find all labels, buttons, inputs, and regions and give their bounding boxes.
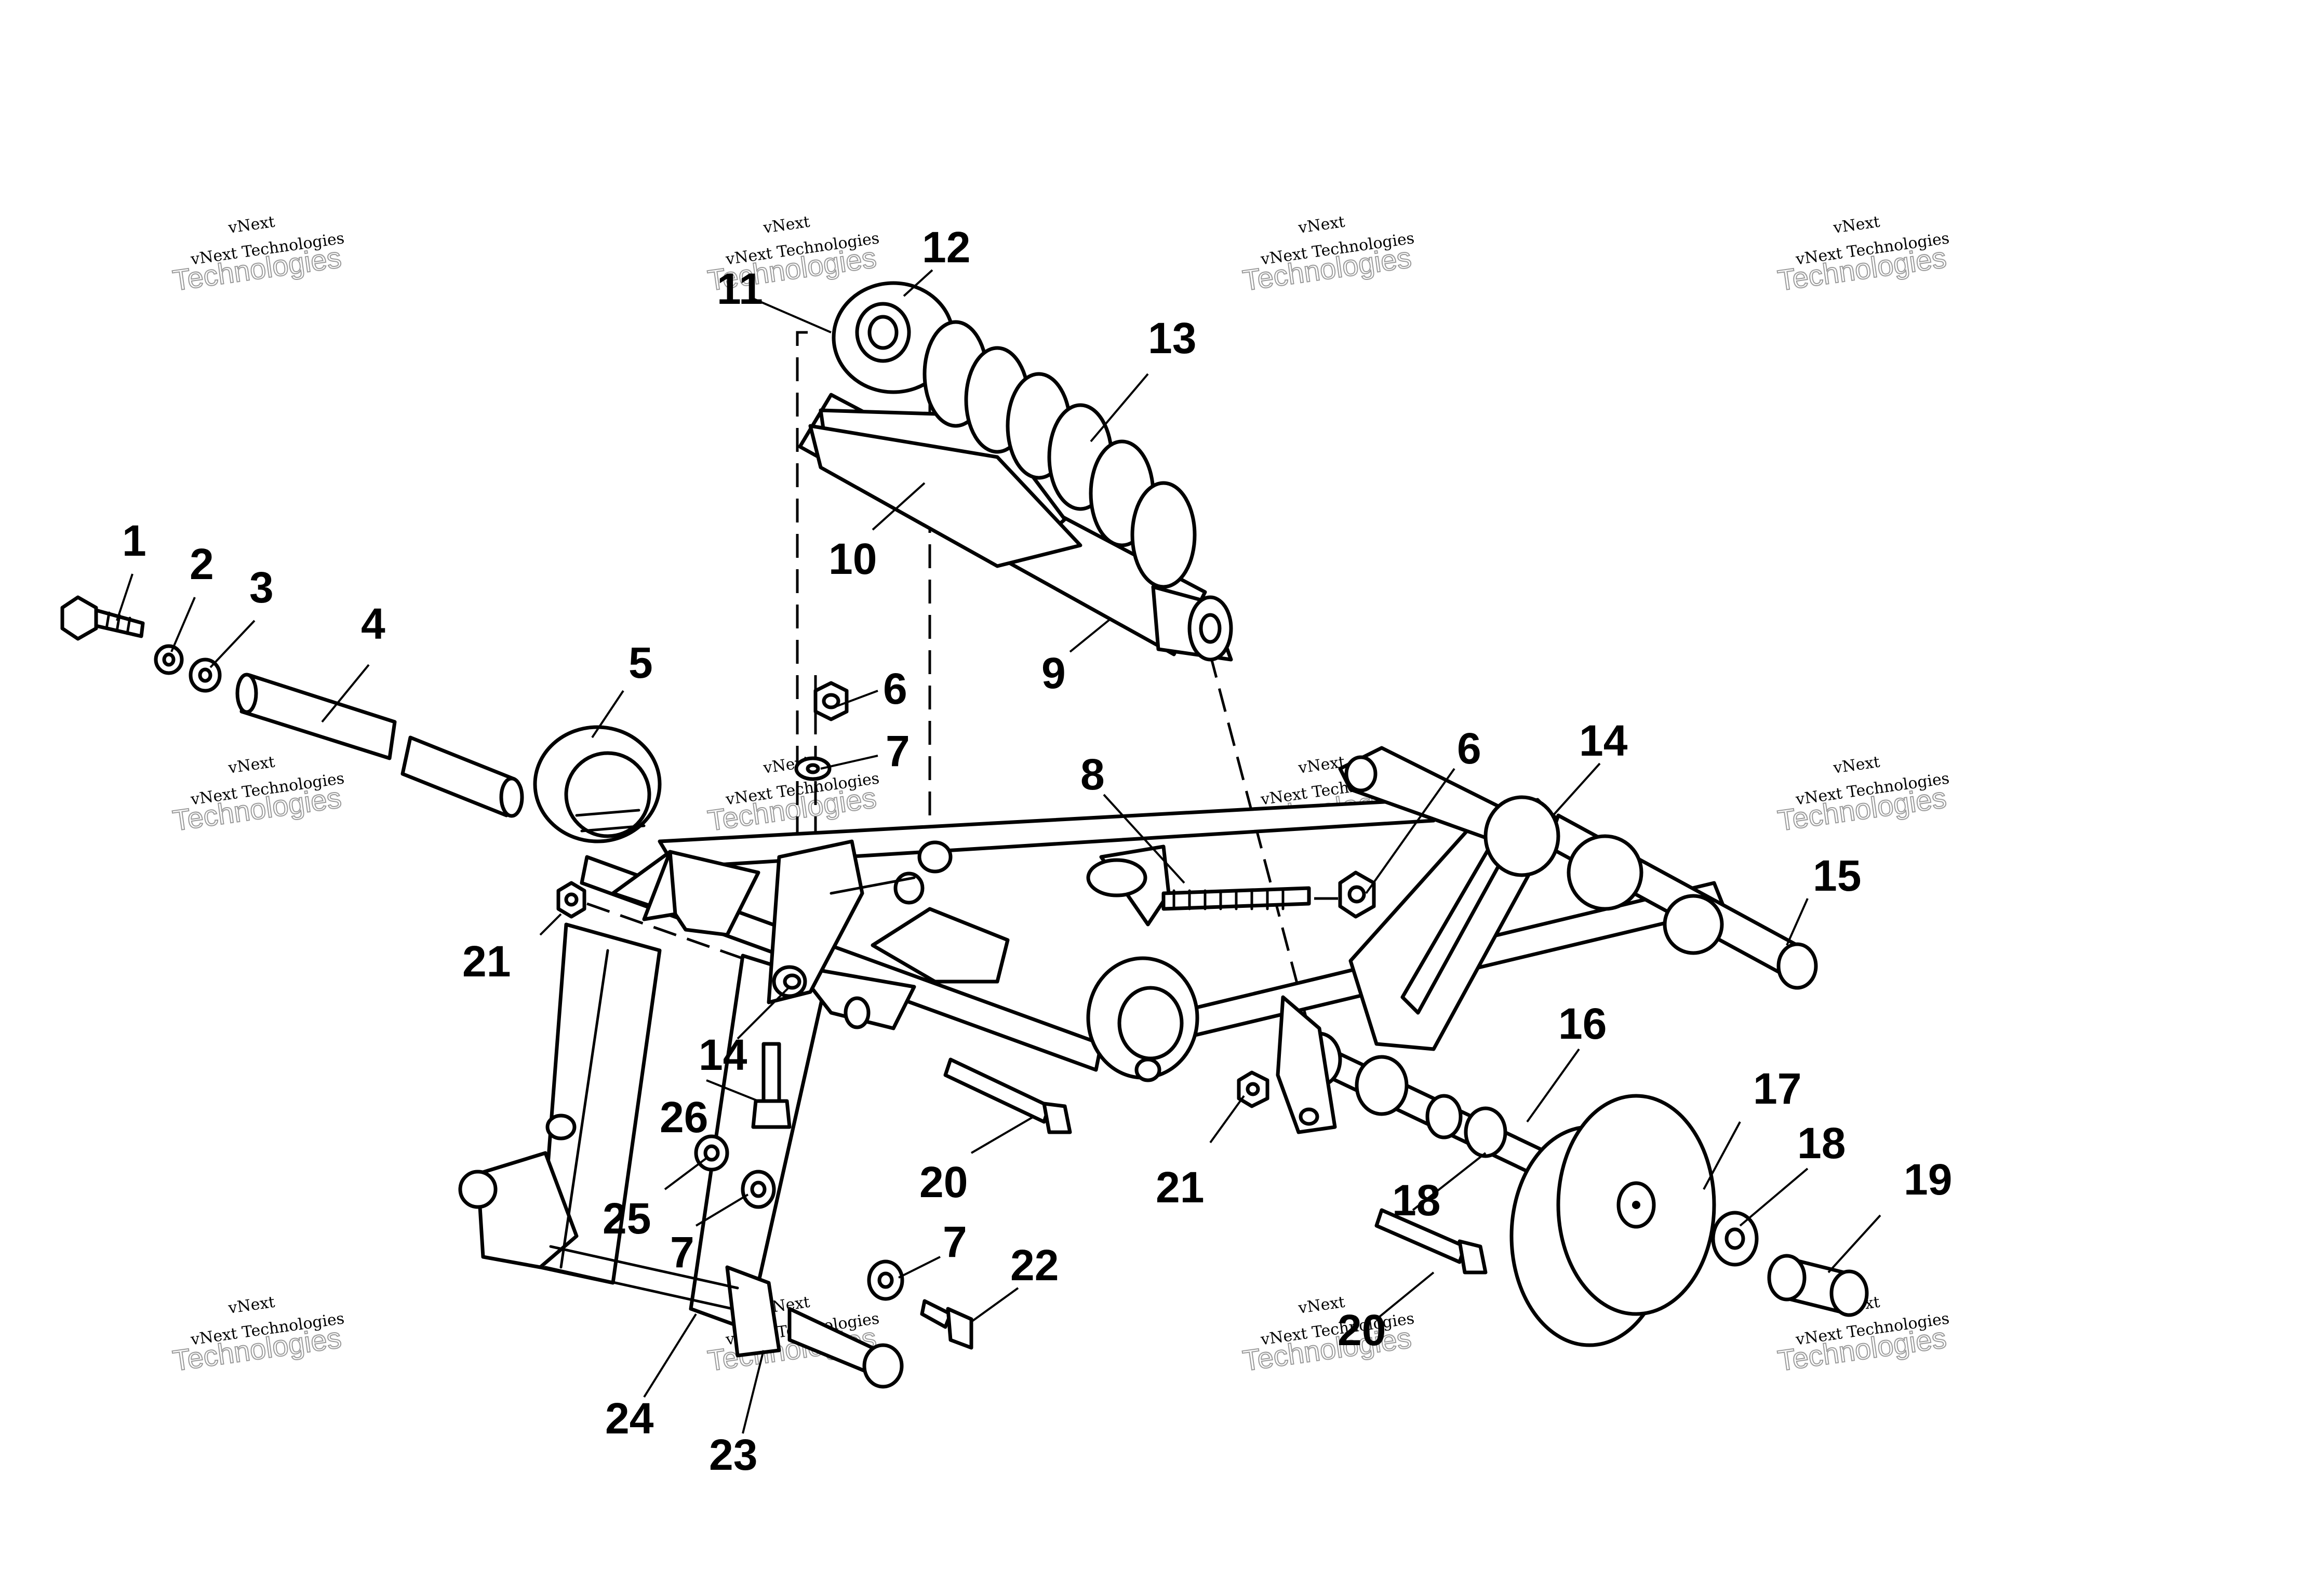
callout-14-bottom: 14 bbox=[699, 1030, 747, 1079]
nut-21-left bbox=[556, 881, 586, 919]
callout-11: 11 bbox=[717, 264, 763, 313]
svg-text:vNext: vNext bbox=[226, 753, 276, 777]
callout-13: 13 bbox=[1148, 314, 1196, 363]
callout-14-top: 14 bbox=[1579, 716, 1628, 765]
callout-2: 2 bbox=[190, 540, 214, 588]
wheel-17 bbox=[1509, 1094, 1716, 1347]
callout-10: 10 bbox=[828, 534, 877, 583]
callout-23: 23 bbox=[709, 1430, 757, 1479]
callout-8: 8 bbox=[1080, 750, 1105, 799]
nut-6-right bbox=[1338, 870, 1376, 919]
shaft-15 bbox=[1483, 795, 1818, 990]
leader-lines bbox=[116, 269, 1881, 1434]
callout-1: 1 bbox=[122, 516, 146, 565]
bolt-20-left bbox=[943, 1057, 1072, 1134]
svg-text:vNext: vNext bbox=[761, 213, 811, 237]
svg-text:vNext: vNext bbox=[1831, 753, 1881, 777]
callout-20-left: 20 bbox=[919, 1158, 968, 1206]
lower-ring bbox=[1086, 956, 1199, 1082]
lock-washer-2 bbox=[154, 644, 184, 675]
bracket-14-lower bbox=[783, 973, 801, 990]
callout-6-left: 6 bbox=[883, 664, 907, 713]
bolt-22 bbox=[920, 1299, 973, 1350]
callout-18-left: 18 bbox=[1392, 1176, 1440, 1225]
mounting-brackets bbox=[611, 839, 1010, 1030]
callout-12: 12 bbox=[922, 223, 970, 272]
watermark-6: Technologies vNext vNext Technologies bbox=[705, 753, 880, 838]
svg-text:vNext: vNext bbox=[1296, 753, 1346, 777]
callout-4: 4 bbox=[361, 599, 385, 648]
washer-7-low bbox=[867, 1259, 904, 1301]
front-arm-left bbox=[458, 922, 904, 1389]
callout-9: 9 bbox=[1041, 649, 1066, 698]
washer-7-mid bbox=[741, 1170, 776, 1209]
bolt-20-right bbox=[1374, 1208, 1488, 1275]
callout-7-mid: 7 bbox=[670, 1228, 694, 1277]
callout-18-right: 18 bbox=[1797, 1119, 1846, 1168]
callouts: 1 2 3 4 5 6 7 8 9 10 11 12 13 6 14 15 21… bbox=[122, 223, 1952, 1479]
watermark-3: Technologies vNext vNext Technologies bbox=[1240, 213, 1415, 298]
callout-20-right: 20 bbox=[1338, 1306, 1386, 1354]
callout-25: 25 bbox=[603, 1194, 651, 1243]
callout-7-low: 7 bbox=[943, 1217, 967, 1266]
washer-7-top bbox=[794, 756, 832, 781]
watermark-9: Technologies vNext vNext Technologies bbox=[170, 1293, 345, 1378]
watermark-1: Technologies vNext vNext Technologies bbox=[170, 213, 345, 298]
callout-24: 24 bbox=[605, 1394, 654, 1443]
spacer-19 bbox=[1767, 1254, 1869, 1317]
shaft-4 bbox=[235, 673, 524, 818]
washer-18 bbox=[1711, 1211, 1759, 1267]
watermark-4: Technologies vNext vNext Technologies bbox=[1775, 213, 1950, 298]
svg-text:vNext: vNext bbox=[226, 1293, 276, 1318]
callout-22: 22 bbox=[1010, 1241, 1059, 1290]
callout-6-right: 6 bbox=[1457, 724, 1481, 773]
watermark-8: Technologies vNext vNext Technologies bbox=[1775, 753, 1950, 838]
callout-26: 26 bbox=[660, 1093, 708, 1142]
pin-8 bbox=[1086, 844, 1311, 927]
callout-15: 15 bbox=[1813, 851, 1861, 900]
watermark-11: Technologies vNext vNext Technologies bbox=[1240, 1293, 1415, 1378]
callout-5: 5 bbox=[629, 638, 653, 687]
callout-3: 3 bbox=[249, 563, 274, 612]
nut-21-right bbox=[1237, 1070, 1269, 1108]
callout-21-left: 21 bbox=[462, 937, 511, 986]
shock-absorber bbox=[798, 281, 1233, 662]
nut-6-left bbox=[813, 681, 849, 721]
svg-text:vNext: vNext bbox=[1831, 213, 1881, 237]
callout-17: 17 bbox=[1753, 1064, 1801, 1113]
watermark-5: Technologies vNext vNext Technologies bbox=[170, 753, 345, 838]
callout-21-right: 21 bbox=[1156, 1163, 1204, 1212]
callout-19: 19 bbox=[1904, 1155, 1952, 1204]
svg-text:vNext: vNext bbox=[226, 213, 276, 237]
washer-3 bbox=[189, 658, 222, 693]
torsion-ring-5 bbox=[533, 725, 662, 843]
bolt-26 bbox=[751, 1042, 792, 1129]
bolt-1 bbox=[60, 595, 145, 641]
svg-text:vNext: vNext bbox=[1296, 213, 1346, 237]
callout-7-top: 7 bbox=[886, 727, 910, 775]
callout-16: 16 bbox=[1558, 999, 1607, 1048]
